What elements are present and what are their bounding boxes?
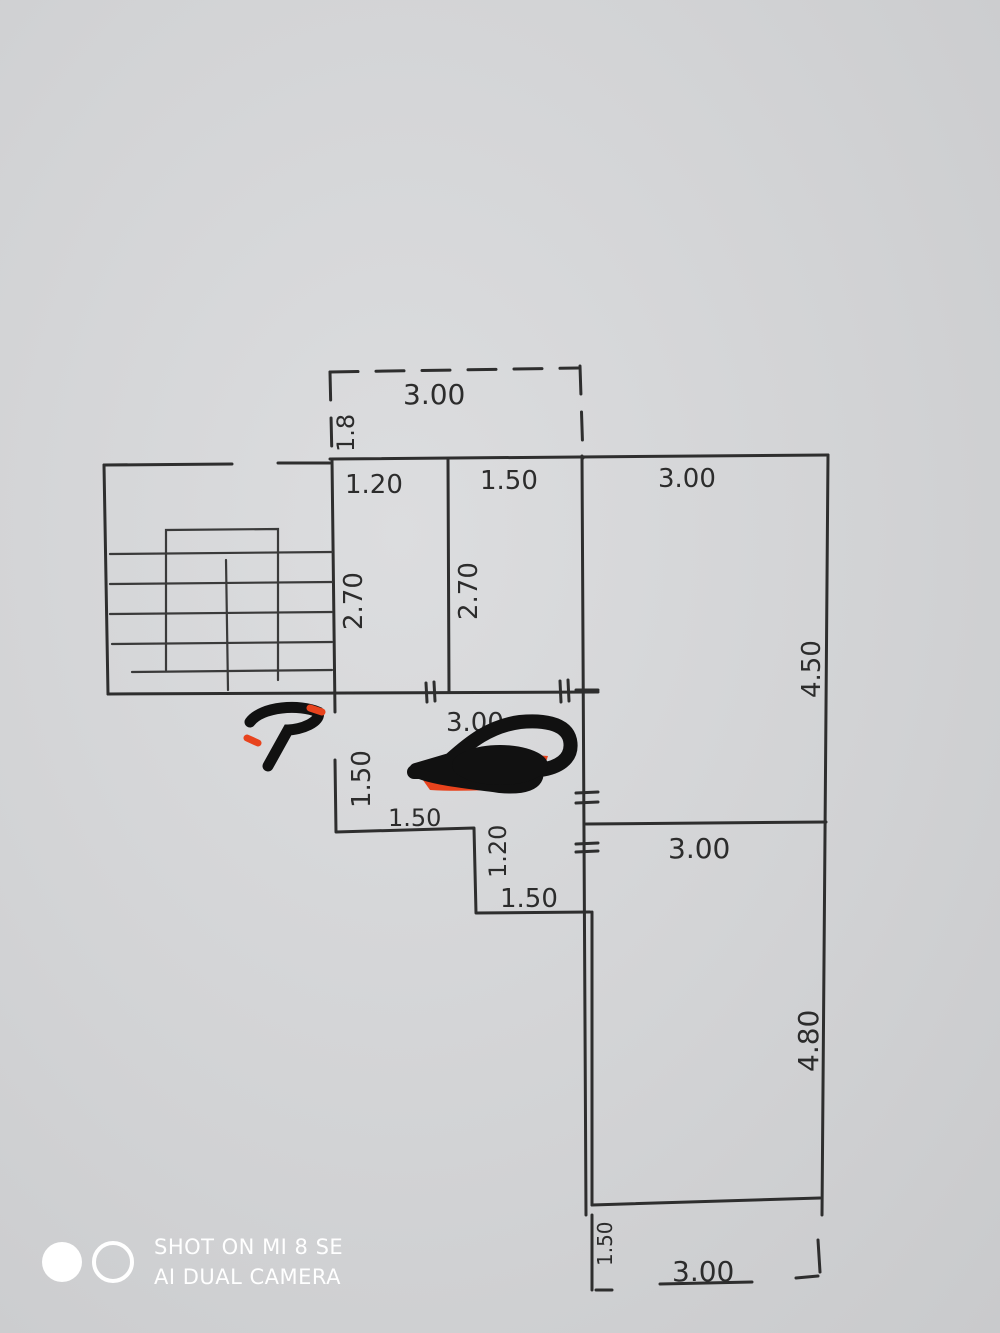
watermark-line-2: AI DUAL CAMERA [154,1265,342,1289]
stair-landing [164,527,280,682]
dim-room-a-width: 1.20 [345,470,403,500]
wall-stair-top [102,461,332,467]
wall-room-a-b [446,458,451,694]
redaction-blob [452,745,548,785]
dim-room-c-height: 4.50 [797,640,827,698]
dim-room-c-width: 3.00 [658,464,716,494]
redaction-scribble-large [407,714,578,794]
dim-room-b-width: 1.50 [480,466,538,496]
floor-plan-walls [102,453,830,1217]
bottom-ext-right [816,1238,822,1274]
dashed-left [328,370,334,461]
dim-top-dashed: 3.00 [403,378,465,411]
door-mark-2 [558,678,600,704]
stair-tread-4 [110,640,334,646]
wall-room-b-c [580,454,588,1217]
dashed-right [578,364,585,460]
stair-tread-3 [108,610,334,616]
wall-room-c-d [584,820,828,826]
stair-tread-5 [130,668,334,674]
wall-right [820,453,830,1217]
door-mark-4 [574,841,600,854]
dim-step-height: 1.20 [484,825,512,878]
dimension-labels: 3.00 1.8 1.20 2.70 1.50 2.70 3.00 4.50 3… [332,378,827,1288]
staircase [108,527,334,692]
dim-room-d-width: 3.00 [668,832,730,865]
stair-rail [224,558,230,692]
door-mark-3 [574,790,600,805]
wall-stair-bottom [106,690,600,696]
bottom-ext-base [594,1274,820,1292]
redaction-red-small [243,704,326,747]
dashed-bottom-extension [590,1213,822,1292]
dim-left-side: 1.50 [347,750,377,808]
watermark-line-1: SHOT ON MI 8 SE [154,1235,344,1259]
dim-step-width: 1.50 [500,884,558,914]
dim-top-left-side: 1.8 [332,414,360,452]
watermark-text: SHOT ON MI 8 SE AI DUAL CAMERA [154,1232,343,1292]
camera-watermark: SHOT ON MI 8 SE AI DUAL CAMERA [42,1232,343,1292]
dim-room-a-height: 2.70 [339,572,369,630]
stair-tread-2 [108,580,334,586]
wall-hall-left [333,758,592,915]
door-marks [424,678,600,854]
dim-bottom-side: 1.50 [593,1221,617,1266]
dim-room-b-height: 2.70 [454,562,484,620]
door-mark-1 [424,680,437,704]
watermark-dot-icon [42,1242,82,1282]
dim-bottom-width: 3.00 [672,1255,734,1288]
dashed-extension [328,364,585,461]
watermark-ring-icon [92,1241,134,1283]
redaction-scribble-small [244,701,324,772]
stair-tread-1 [108,550,334,556]
dim-bottom-left: 1.50 [388,804,441,832]
wall-room-d-bottom [590,1196,822,1207]
redaction-marks [243,701,578,794]
dim-room-d-height: 4.80 [792,1010,825,1072]
wall-stair-left [102,463,110,696]
wall-room-a-left [330,457,337,714]
dashed-top [328,366,580,374]
wall-top [328,453,830,461]
